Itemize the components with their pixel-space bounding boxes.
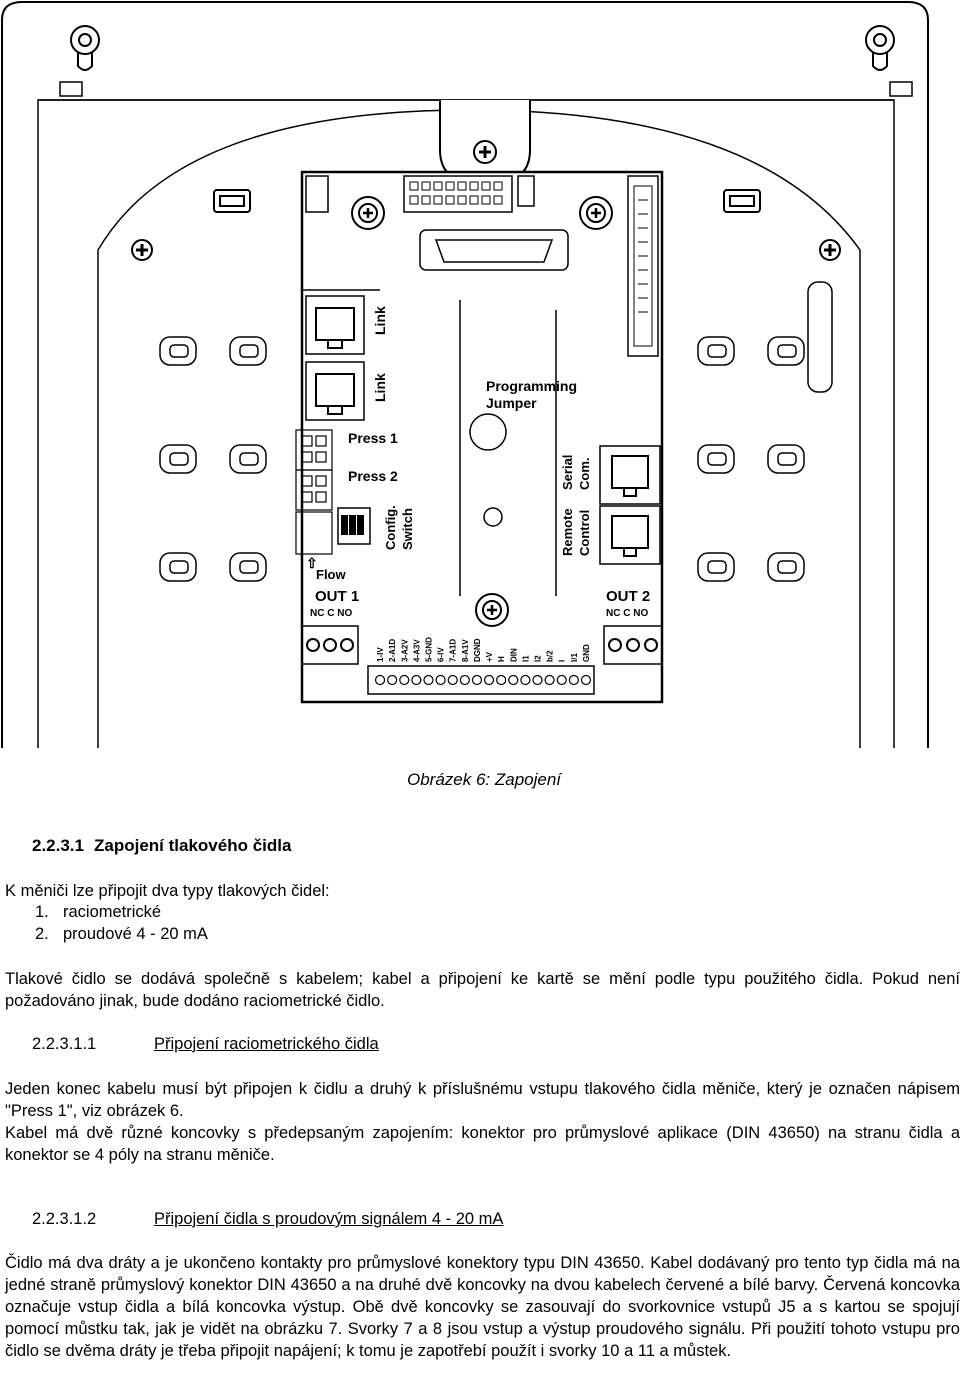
screw-left-icon (131, 239, 153, 261)
terminal-label: I2 (534, 655, 543, 662)
out2-terminal (603, 625, 663, 665)
pcb-screw-2-icon (579, 196, 613, 230)
pcb-screw-3-icon (475, 593, 509, 627)
screw-right-icon (819, 239, 841, 261)
terminal-pin (435, 674, 446, 686)
enclosure-outline (1, 1, 929, 748)
serial-com-connector (599, 445, 661, 505)
programming-label: Programming (486, 378, 577, 394)
subsection-2-title: Připojení čidla s proudovým signálem 4 -… (154, 1210, 504, 1228)
remote-label: Remote (560, 508, 575, 556)
terminal-pin (508, 674, 519, 686)
list-item-number: 2. (35, 925, 49, 943)
flow-arrow-icon: ⇧ (306, 555, 318, 571)
terminal-pin (471, 674, 483, 686)
jumper-label: Jumper (486, 395, 537, 411)
terminal-pin (374, 674, 386, 686)
list-item-number: 1. (35, 903, 49, 921)
out1-label: OUT 1 (315, 588, 359, 605)
paragraph-1: Tlakové čidlo se dodává společně s kabel… (5, 970, 960, 1010)
subsection-1-title: Připojení raciometrického čidla (154, 1035, 379, 1053)
terminal-pin (447, 674, 458, 686)
terminal-pin (520, 674, 531, 686)
terminal-label: I (558, 660, 567, 662)
terminal-label: DGND (473, 638, 482, 662)
terminal-pin (568, 674, 579, 686)
link-connector-1 (305, 295, 365, 355)
terminal-label: GND (582, 644, 591, 662)
terminal-pin (423, 674, 434, 686)
flow-label: Flow (316, 567, 346, 582)
list-item-text: raciometrické (63, 903, 162, 921)
pcb-screw-1-icon (351, 196, 385, 230)
paragraph-4: Čidlo má dva dráty a je ukončeno kontakt… (5, 1254, 960, 1360)
slot-holes-left (159, 336, 267, 582)
link-label-1: Link (372, 306, 388, 335)
main-terminal-strip (367, 665, 595, 695)
terminal-pin (556, 674, 567, 686)
terminal-label: 2-A1D (388, 639, 397, 662)
terminal-label: I1 (521, 655, 530, 662)
terminal-pin (544, 674, 555, 686)
serial-label: Serial (560, 455, 575, 490)
terminal-pin (483, 674, 495, 686)
terminal-pin (496, 674, 507, 686)
section-title: Zapojení tlakového čidla (94, 836, 292, 855)
out2-nc-c-no-label: NC C NO (606, 608, 648, 619)
terminal-pin (580, 674, 592, 686)
programming-jumper (469, 413, 507, 451)
terminal-label: b/2 (546, 650, 555, 662)
config-switch (337, 507, 371, 545)
terminal-label: 3-A2V (400, 639, 409, 662)
out1-nc-c-no-label: NC C NO (310, 608, 352, 619)
link-connector-2 (305, 361, 365, 421)
terminal-label: H (497, 656, 506, 662)
subsection-1-number: 2.2.3.1.1 (32, 1035, 97, 1053)
terminal-pin (459, 674, 470, 686)
pcb-board (300, 170, 664, 704)
terminal-label: DIN (509, 648, 518, 662)
switch-label: Switch (400, 508, 415, 550)
subsection-1-heading: 2.2.3.1.1 Připojení raciometrického čidla (32, 1035, 379, 1054)
keyhole-right-icon (865, 25, 895, 71)
keyhole-left-icon (70, 25, 100, 71)
list-item: 1. raciometrické (35, 903, 161, 922)
slot-holes-right (697, 336, 805, 582)
terminal-pin (399, 674, 410, 686)
terminal-label: +V (485, 651, 494, 662)
intro-text: K měniči lze připojit dva typy tlakových… (5, 882, 330, 900)
terminal-label: 5-GND (425, 637, 434, 662)
db-connector (419, 229, 569, 271)
terminal-label: 7-A1D (449, 639, 458, 662)
terminal-label: 1-IV (376, 647, 385, 662)
terminal-label: 6-IV (437, 647, 446, 662)
subsection-2-heading: 2.2.3.1.2 Připojení čidla s proudovým sig… (32, 1210, 503, 1229)
subsection-2-number: 2.2.3.1.2 (32, 1210, 97, 1228)
paragraph-3: Kabel má dvě různé koncovky s předepsaný… (5, 1124, 960, 1164)
list-item: 2. proudové 4 - 20 mA (35, 925, 208, 944)
com-label: Com. (577, 458, 592, 491)
paragraph-2: Jeden konec kabelu musí být připojen k č… (5, 1080, 960, 1120)
section-number: 2.2.3.1 (32, 836, 84, 855)
terminal-label: 4-A3V (412, 639, 421, 662)
terminal-pin (387, 674, 398, 686)
terminal-label: I/1 (570, 653, 579, 662)
link-label-2: Link (372, 373, 388, 402)
press-1-label: Press 1 (348, 430, 398, 446)
config-label: Config. (383, 505, 398, 550)
terminal-pin (532, 674, 543, 686)
section-heading: 2.2.3.1 Zapojení tlakového čidla (32, 836, 291, 856)
press-2-label: Press 2 (348, 468, 398, 484)
figure-caption: Obrázek 6: Zapojení (406, 770, 562, 789)
out2-label: OUT 2 (606, 588, 650, 605)
terminal-pin (411, 674, 422, 686)
terminal-label: 8-A1V (461, 639, 470, 662)
list-item-text: proudové 4 - 20 mA (63, 925, 208, 943)
wiring-diagram: Link Link Programming Jumper Press 1 Pre… (1, 1, 929, 748)
control-label: Control (577, 510, 592, 556)
press-2-connector (295, 469, 333, 511)
remote-control-connector (599, 505, 661, 565)
out1-terminal (301, 625, 359, 665)
